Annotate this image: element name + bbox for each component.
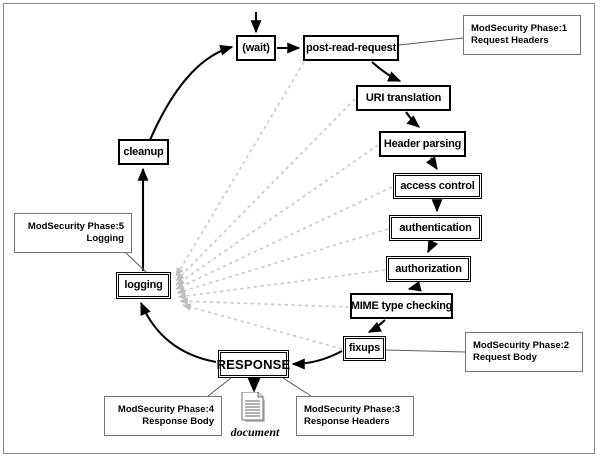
dashed-post-read-to-logging (175, 61, 305, 277)
note-phase2-line1: ModSecurity Phase:2 (473, 339, 570, 351)
note-phase4-line1: ModSecurity Phase:4 (117, 403, 214, 415)
note-phase4-line2: Response Body (142, 416, 214, 427)
note-phase5-line2: Logging (86, 233, 124, 244)
note-modsecurity-phase-2: ModSecurity Phase:2 Request Body (465, 332, 583, 372)
leader-phase2 (385, 349, 466, 353)
node-header-parsing[interactable]: Header parsing (379, 131, 466, 157)
dashed-authn-to-logging (176, 228, 389, 295)
note-phase2-line2: Request Body (473, 352, 537, 363)
dashed-authz-to-logging (177, 269, 386, 300)
logging-feedback-arrows (175, 61, 393, 350)
document-label: document (230, 425, 280, 439)
arrow-post-read-to-uri (371, 61, 402, 82)
note-modsecurity-phase-1: ModSecurity Phase:1 Request Headers (463, 15, 581, 55)
arrow-uri-to-header (405, 111, 420, 128)
arrow-header-to-access (425, 156, 438, 171)
arrow-cleanup-to-wait (149, 44, 234, 141)
node-uri-translation[interactable]: URI translation (356, 85, 451, 111)
arrow-authz-to-mime (407, 280, 422, 292)
main-flow-arrows (137, 12, 443, 370)
leader-phase1 (398, 37, 464, 46)
leader-phase4 (207, 377, 232, 397)
note-phase1-line2: Request Headers (471, 35, 549, 46)
node-authentication[interactable]: authentication (389, 215, 482, 241)
note-phase3-line2: Response Headers (304, 416, 390, 427)
node-fixups[interactable]: fixups (343, 336, 386, 361)
note-leader-lines (125, 37, 466, 397)
note-modsecurity-phase-3: ModSecurity Phase:3 Response Headers (296, 396, 414, 436)
leader-phase5 (125, 252, 147, 273)
node-post-read-request[interactable]: post-read-request (303, 35, 399, 61)
note-phase3-line1: ModSecurity Phase:3 (304, 403, 401, 415)
dashed-header-to-logging (175, 144, 379, 286)
document-page-icon (241, 392, 265, 422)
node-cleanup[interactable]: cleanup (118, 139, 169, 165)
arrow-mime-to-fixups (367, 319, 386, 333)
dashed-mime-to-logging (179, 297, 350, 308)
note-modsecurity-phase-5: ModSecurity Phase:5 Logging (14, 213, 132, 253)
note-modsecurity-phase-4: ModSecurity Phase:4 Response Body (104, 396, 222, 436)
leader-phase3 (282, 377, 312, 397)
arrow-fixups-to-response (291, 350, 343, 370)
arrow-response-to-logging (140, 301, 217, 364)
dashed-uri-to-logging (175, 98, 356, 282)
dashed-access-to-logging (175, 186, 393, 290)
node-authorization[interactable]: authorization (386, 256, 471, 282)
note-phase5-line1: ModSecurity Phase:5 (27, 220, 124, 232)
node-mime-type-checking[interactable]: MIME type checking (350, 293, 453, 319)
arrow-authn-to-authz (427, 239, 439, 254)
dashed-fixups-to-logging (182, 303, 343, 350)
node-logging[interactable]: logging (116, 272, 171, 299)
note-phase1-line1: ModSecurity Phase:1 (471, 22, 568, 34)
node-response[interactable]: RESPONSE (217, 350, 290, 378)
node-wait[interactable]: (wait) (236, 35, 276, 61)
node-access-control[interactable]: access control (393, 173, 482, 199)
